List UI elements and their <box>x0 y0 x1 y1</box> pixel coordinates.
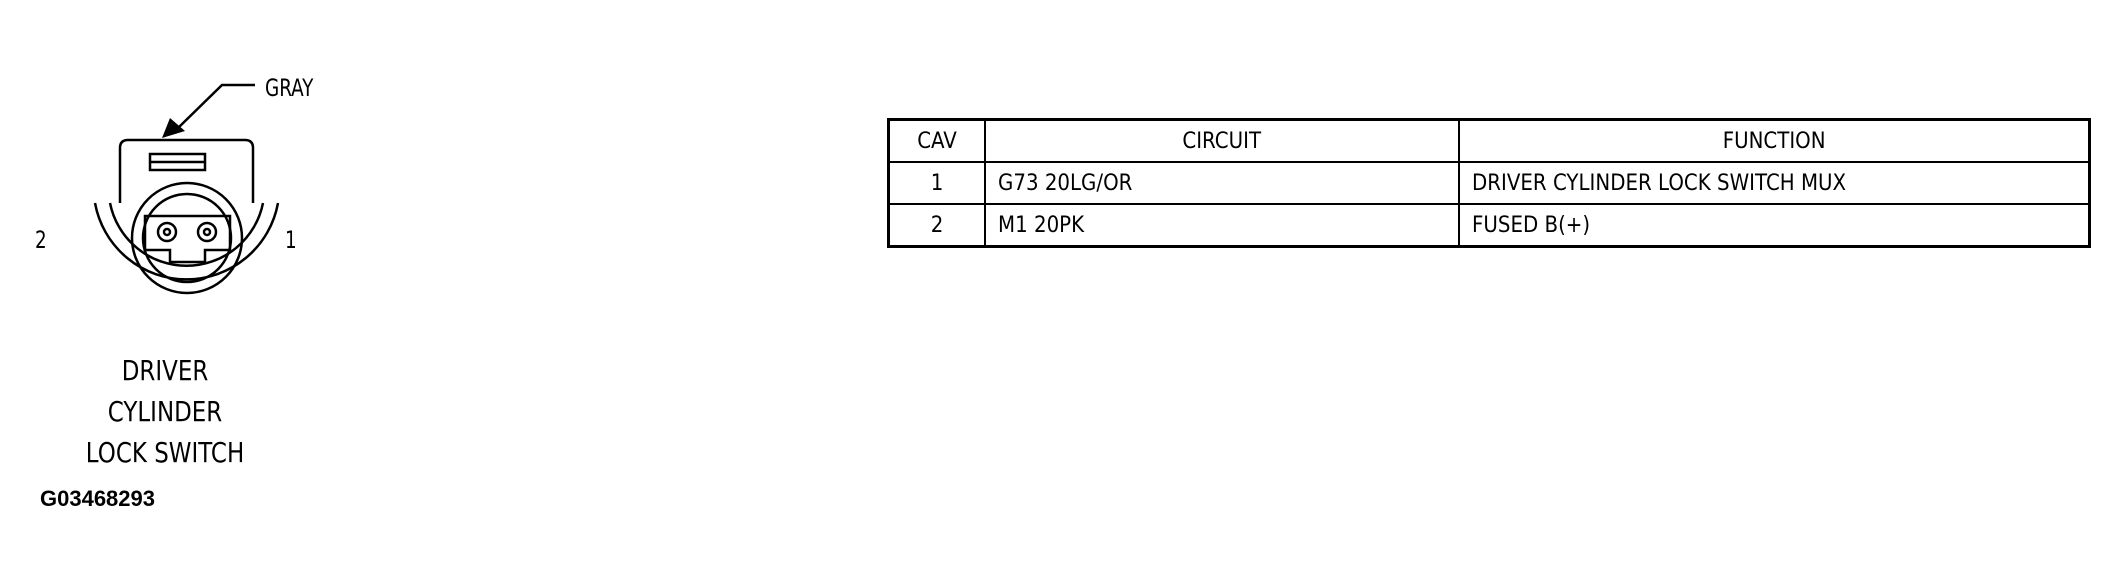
connector-name: DRIVER CYLINDER LOCK SWITCH <box>40 350 290 473</box>
cell-function: FUSED B(+) <box>1458 203 2091 248</box>
header-function: FUNCTION <box>1458 118 2091 163</box>
header-cav: CAV <box>887 118 986 163</box>
table-row: 1 G73 20LG/OR DRIVER CYLINDER LOCK SWITC… <box>887 161 2091 205</box>
terminal-2 <box>156 221 178 243</box>
cell-cav: 2 <box>887 203 986 248</box>
connector-name-line-1: DRIVER <box>121 354 209 387</box>
connector-hood-outer <box>93 202 280 281</box>
terminal-cavity-outline <box>143 214 232 264</box>
terminal-1 <box>196 221 218 243</box>
connector-hood-inner <box>108 202 265 268</box>
color-leader-line <box>177 83 255 129</box>
wire-color-label: GRAY <box>265 74 314 102</box>
cell-function: DRIVER CYLINDER LOCK SWITCH MUX <box>1458 161 2091 205</box>
table-header-row: CAV CIRCUIT FUNCTION <box>887 118 2091 163</box>
cell-cav: 1 <box>887 161 986 205</box>
connector-name-line-3: LOCK SWITCH <box>85 436 245 469</box>
header-circuit: CIRCUIT <box>984 118 1460 163</box>
connector-body-outline <box>118 138 255 203</box>
figure-id: G03468293 <box>40 486 155 511</box>
connector-mating-face <box>130 181 244 295</box>
pin-2-label: 2 <box>35 226 47 254</box>
table-row: 2 M1 20PK FUSED B(+) <box>887 203 2091 248</box>
color-leader-arrowhead <box>162 118 185 138</box>
pin-1-label: 1 <box>285 226 297 254</box>
cell-circuit: M1 20PK <box>984 203 1460 248</box>
pinout-table: CAV CIRCUIT FUNCTION 1 G73 20LG/OR DRIVE… <box>887 118 2091 248</box>
cell-circuit: G73 20LG/OR <box>984 161 1460 205</box>
connector-name-line-2: CYLINDER <box>107 395 223 428</box>
